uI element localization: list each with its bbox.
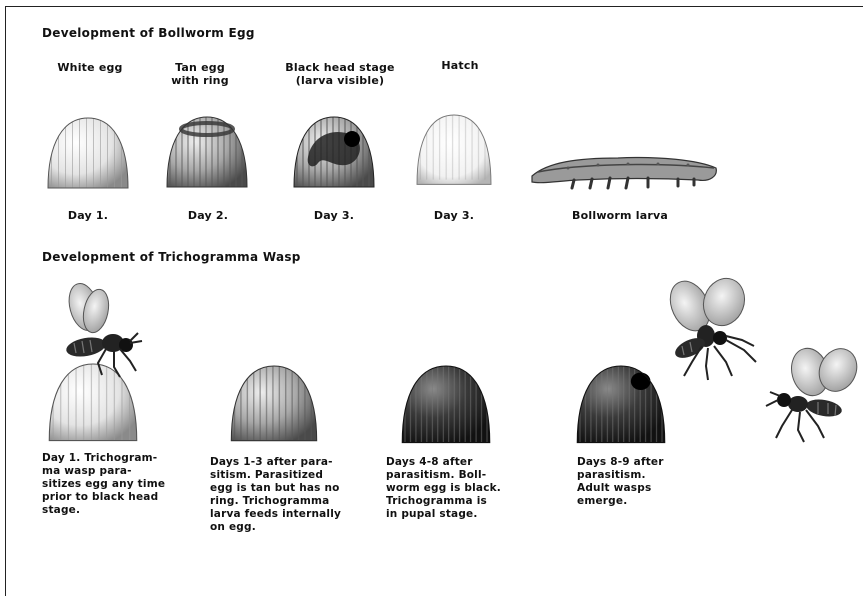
hatched-egg-illustration [417, 112, 491, 192]
stage-label-black-head: Black head stage (larva visible) [270, 61, 410, 87]
caption-days-4-8: Days 4-8 after parasitism. Boll- worm eg… [386, 456, 536, 521]
white-egg-illustration [48, 118, 128, 193]
stage-label-white-egg: White egg [40, 61, 140, 74]
bollworm-section-title: Development of Bollworm Egg [42, 27, 255, 40]
caption-day-1: Day 1. Trichogram- ma wasp para- sitizes… [42, 452, 187, 517]
black-head-egg-illustration [292, 117, 376, 192]
larva-label: Bollworm larva [555, 209, 685, 222]
parasitized-black-egg-illustration [400, 366, 492, 448]
day-label-black-head: Day 3. [286, 209, 382, 222]
tan-egg-illustration [165, 117, 249, 192]
emergence-egg-illustration [575, 366, 667, 448]
day-label-hatch: Day 3. [406, 209, 502, 222]
trichogramma-wasp-parasitizing-illustration [58, 283, 144, 383]
day-label-tan-egg: Day 2. [160, 209, 256, 222]
wasp-section-title: Development of Trichogramma Wasp [42, 251, 301, 264]
stage-label-hatch: Hatch [410, 59, 510, 72]
flying-adult-wasp-illustration [762, 342, 860, 447]
caption-days-8-9: Days 8-9 after parasitism. Adult wasps e… [577, 456, 707, 508]
emerging-wasp-illustration [662, 276, 762, 381]
parasitized-tan-egg-illustration [229, 366, 319, 446]
day-label-white-egg: Day 1. [40, 209, 136, 222]
caption-days-1-3: Days 1-3 after para- sitism. Parasitized… [210, 456, 375, 534]
bollworm-larva-illustration [528, 148, 720, 193]
stage-label-tan-egg: Tan egg with ring [150, 61, 250, 87]
